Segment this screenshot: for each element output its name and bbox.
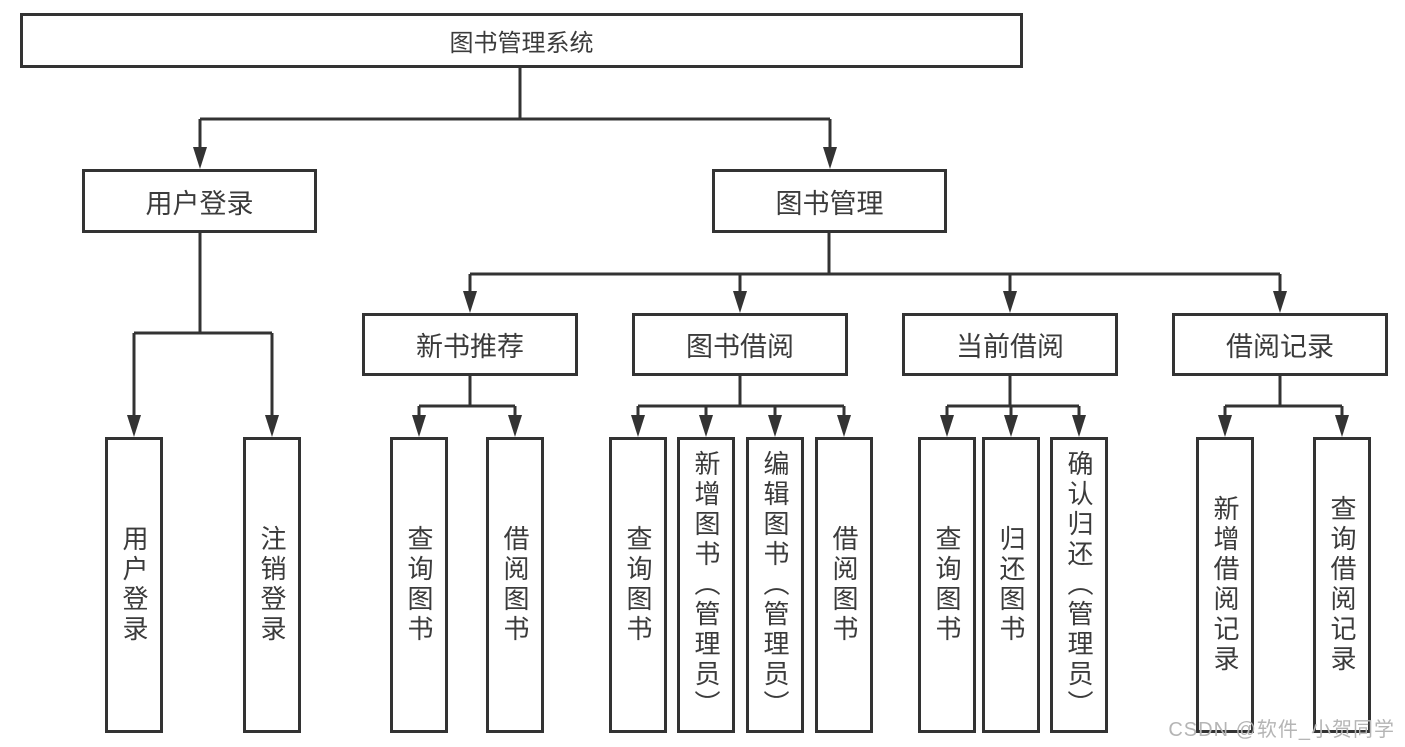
leaf-label: 编辑图书（管理员） xyxy=(760,450,790,720)
node-book-borrowing: 图书借阅 xyxy=(632,313,848,376)
leaf-label: 借阅图书 xyxy=(829,525,859,645)
leaf-label: 新增图书（管理员） xyxy=(691,450,721,720)
node-leaf-confirm-return-admin: 确认归还（管理员） xyxy=(1050,437,1108,733)
node-book-management: 图书管理 xyxy=(712,169,947,233)
node-leaf-borrow-books-2: 借阅图书 xyxy=(815,437,873,733)
leaf-label: 注销登录 xyxy=(257,525,287,645)
connector-record-to-leaves xyxy=(1223,376,1344,418)
connector-newbook-to-leaves xyxy=(417,376,517,418)
leaf-label: 查询借阅记录 xyxy=(1327,495,1357,675)
arrowhead xyxy=(127,415,141,437)
arrowhead xyxy=(193,147,207,169)
leaf-label: 归还图书 xyxy=(996,525,1026,645)
arrowhead xyxy=(265,415,279,437)
node-current-borrowing: 当前借阅 xyxy=(902,313,1118,376)
leaf-label: 查询图书 xyxy=(932,525,962,645)
arrowhead xyxy=(1072,415,1086,437)
arrowhead xyxy=(823,147,837,169)
node-leaf-user-login: 用户登录 xyxy=(105,437,163,733)
arrowhead xyxy=(1003,291,1017,313)
node-new-book-recommendation: 新书推荐 xyxy=(362,313,578,376)
leaf-label: 查询图书 xyxy=(404,525,434,645)
arrowhead xyxy=(463,291,477,313)
node-leaf-query-books-1: 查询图书 xyxy=(390,437,448,733)
node-user-login: 用户登录 xyxy=(82,169,317,233)
node-leaf-edit-books-admin: 编辑图书（管理员） xyxy=(746,437,804,733)
node-borrowing-records: 借阅记录 xyxy=(1172,313,1388,376)
leaf-label: 借阅图书 xyxy=(500,525,530,645)
node-leaf-logout: 注销登录 xyxy=(243,437,301,733)
leaf-label: 新增借阅记录 xyxy=(1210,495,1240,675)
arrowhead xyxy=(1335,415,1349,437)
leaf-label: 用户登录 xyxy=(119,525,149,645)
arrowheads xyxy=(127,147,1349,437)
arrowhead xyxy=(699,415,713,437)
arrowhead xyxy=(412,415,426,437)
arrowhead xyxy=(631,415,645,437)
arrowhead xyxy=(837,415,851,437)
node-leaf-query-books-3: 查询图书 xyxy=(918,437,976,733)
arrowhead xyxy=(1273,291,1287,313)
node-leaf-query-books-2: 查询图书 xyxy=(609,437,667,733)
arrowhead xyxy=(940,415,954,437)
node-leaf-add-borrow-record: 新增借阅记录 xyxy=(1196,437,1254,733)
leaf-label: 查询图书 xyxy=(623,525,653,645)
arrowhead xyxy=(508,415,522,437)
arrowhead xyxy=(733,291,747,313)
arrowhead xyxy=(1218,415,1232,437)
connector-root-to-level2 xyxy=(198,68,832,150)
connector-login-to-leaves xyxy=(132,233,274,418)
node-leaf-borrow-books-1: 借阅图书 xyxy=(486,437,544,733)
connector-mgmt-to-level3 xyxy=(468,233,1282,292)
connector-current-to-leaves xyxy=(945,376,1081,418)
node-library-management-system: 图书管理系统 xyxy=(20,13,1023,68)
csdn-watermark: CSDN @软件_小贺同学 xyxy=(1168,719,1395,741)
node-leaf-query-borrow-record: 查询借阅记录 xyxy=(1313,437,1371,733)
node-leaf-add-books-admin: 新增图书（管理员） xyxy=(677,437,735,733)
arrowhead xyxy=(1004,415,1018,437)
node-leaf-return-books: 归还图书 xyxy=(982,437,1040,733)
arrowhead xyxy=(768,415,782,437)
connector-borrow-to-leaves xyxy=(636,376,846,418)
leaf-label: 确认归还（管理员） xyxy=(1064,450,1094,720)
